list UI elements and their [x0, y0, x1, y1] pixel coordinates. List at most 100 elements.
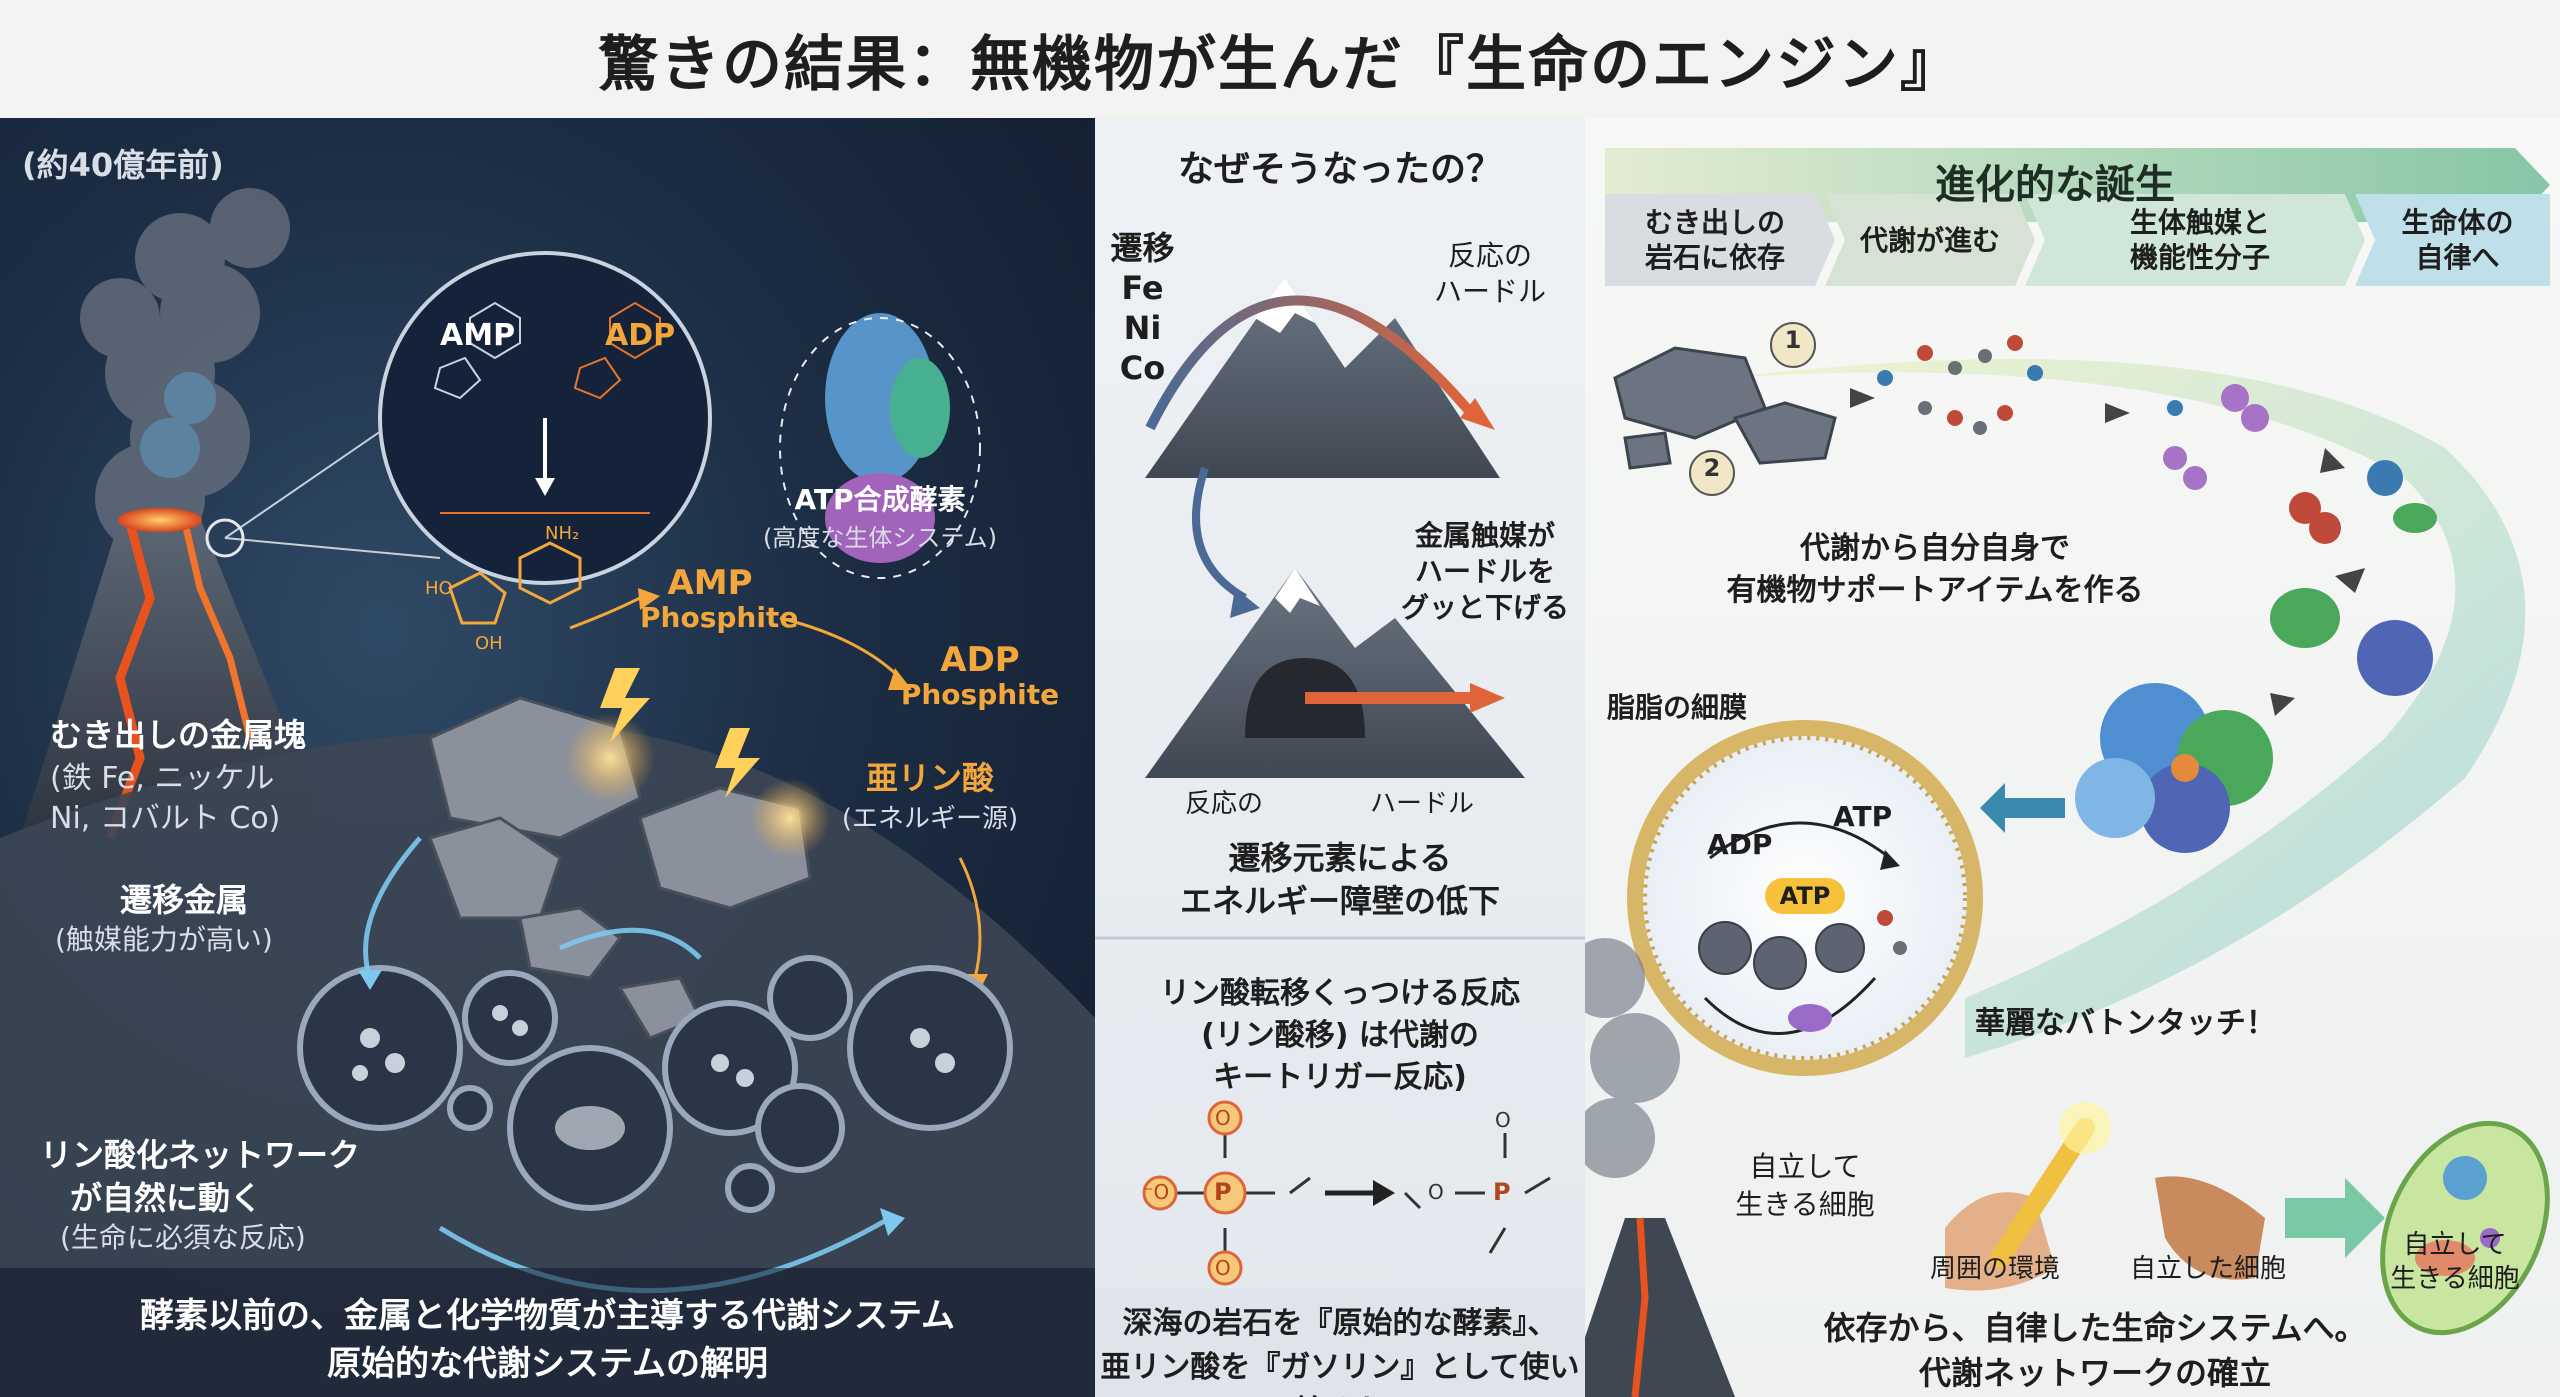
catalyst-label: 金属触媒が ハードルを グッと下げる: [1395, 518, 1575, 626]
final-cell-label: 自立して 生きる細胞: [2365, 1228, 2545, 1296]
middle-caption-2: 亜リン酸を『ガソリン』として使い始めた: [1100, 1350, 1580, 1397]
middle-panel: なぜそうなったの？ 遷移 Fe Ni Co 反応の ハードル 金属触媒が ハード…: [1095, 118, 1585, 1397]
summary-line-2: エネルギー障壁の低下: [1179, 882, 1500, 920]
amp-phosphite-line1: AMP: [667, 563, 753, 603]
atom-p-right: P: [1493, 1178, 1511, 1206]
metal-list: 遷移 Fe Ni Co: [1095, 228, 1190, 388]
gear-network: [297, 955, 1013, 1213]
metal-rocks: [428, 696, 812, 1040]
transition-sub: (触媒能力が高い): [55, 923, 273, 956]
evolution-ribbon-label: 進化的な誕生: [1935, 162, 2175, 208]
left-panel: (約40億年前) AMP ADP ATP合成酵素 (高度な生体システム) NH₂…: [0, 118, 1095, 1397]
reaction-line-3: キートリガー反応): [1213, 1060, 1467, 1095]
catalyst-line-3: グッと下げる: [1400, 591, 1569, 624]
cell-adp: ADP: [1707, 828, 1773, 861]
cell-atp-badge: ATP: [1765, 878, 1845, 914]
metal-ni: Ni: [1123, 309, 1162, 347]
adp-phosphite-line2: Phosphite: [900, 678, 1060, 711]
step-number-1: 1: [1784, 326, 1802, 354]
stage-4: 生命体の 自律へ: [2401, 206, 2514, 274]
right-caption-1: 依存から、自律した生命システムへ。: [1823, 1309, 2367, 1347]
nh2-label: NH₂: [545, 523, 580, 544]
bottom-reaction-label: 反応の: [1185, 789, 1264, 819]
support-line-2: 有機物サポートアイテムを作る: [1726, 573, 2144, 608]
stage-chevrons: [1605, 194, 2550, 286]
middle-illustration: [1095, 278, 1585, 1397]
adp-phosphite-line1: ADP: [940, 640, 1020, 680]
hurdle-line-2: ハードル: [1433, 275, 1546, 308]
phosphate-reaction: [1175, 1128, 1551, 1258]
smoke-blue: [140, 372, 216, 478]
middle-caption-1: 深海の岩石を『原始的な酵素』、: [1122, 1306, 1558, 1341]
final-cell-line-1: 自立して: [2403, 1230, 2507, 1260]
membrane-label: 脂脂の細膜: [1607, 691, 1748, 724]
amp-phosphite-line2: Phosphite: [640, 601, 799, 634]
transition-title: 遷移金属: [120, 881, 249, 919]
oh-label: OH: [475, 633, 503, 654]
adp-phosphite-label: ADP Phosphite: [895, 643, 1065, 709]
phosphite-title: 亜リン酸: [865, 759, 994, 797]
catalyst-line-1: 金属触媒が: [1414, 519, 1555, 552]
phosphite-sub: (エネルギー源): [841, 804, 1019, 834]
amp-phosphite-label: AMP Phosphite: [640, 563, 799, 634]
bacterium-cell: [2380, 1120, 2550, 1336]
left-caption-1: 酵素以前の、金属と化学物質が主導する代謝システム: [140, 1296, 955, 1336]
hurdle-line-1: 反応の: [1447, 239, 1532, 272]
atom-o-top: O: [1215, 1106, 1231, 1130]
environment-label: 周囲の環境: [1930, 1254, 2061, 1284]
self-cell-line-1: 自立して: [1749, 1150, 1861, 1183]
protein-cluster: [2075, 683, 2273, 853]
metal-title: むき出しの金属塊: [50, 716, 307, 754]
network-sub: (生命に必須な反応): [60, 1221, 306, 1254]
enzyme-sub: (高度な生体システム): [762, 524, 997, 552]
mountain-high: [1145, 278, 1500, 478]
right-panel: 進化的な誕生 むき出しの 岩石に依存 代謝が進む 生体触媒と 機能性分子 生命体…: [1585, 118, 2560, 1397]
stage-3: 生体触媒と 機能性分子: [2129, 206, 2270, 274]
energy-curve: [1145, 295, 1479, 431]
smoke-plume: [80, 188, 290, 553]
independent-cell-label: 自立した細胞: [2130, 1254, 2287, 1284]
baton-label: 華麗なバトンタッチ！: [1975, 1006, 2276, 1041]
self-cell-line-2: 生きる細胞: [1735, 1188, 1875, 1221]
bottom-hurdle-label: ハードル: [1370, 789, 1475, 819]
cell-atp: ATP: [1833, 800, 1893, 833]
enzyme-name: ATP合成酵素: [794, 483, 966, 516]
metal-fe: Fe: [1121, 269, 1164, 307]
network-line-1: リン酸化ネットワーク: [40, 1136, 361, 1174]
charge-label: ⁻O: [1143, 1180, 1170, 1204]
atom-o-right-top: O: [1495, 1108, 1511, 1132]
metal-co: Co: [1119, 349, 1166, 387]
stage-2: 代謝が進む: [1859, 223, 2000, 257]
network-line-2: が自然に動く: [70, 1179, 263, 1217]
atom-o-bottom: O: [1215, 1256, 1231, 1280]
hurdle-label-top: 反応の ハードル: [1415, 238, 1565, 310]
left-caption-2: 原始的な代謝システムの解明: [327, 1344, 768, 1384]
metal-sub-1: (鉄 Fe, ニッケル: [50, 761, 275, 796]
reaction-line-2: (リン酸移) は代謝の: [1201, 1018, 1479, 1053]
page-title: 驚きの結果：無機物が生んだ『生命のエンジン』: [598, 29, 1962, 100]
ho-label: HO: [425, 578, 453, 599]
title-bar: 驚きの結果：無機物が生んだ『生命のエンジン』: [0, 0, 2560, 118]
zoom-amp-label: AMP: [440, 318, 516, 353]
flow-path: [1725, 359, 2526, 1058]
atp-synthase: [779, 313, 981, 579]
question-heading: なぜそうなったの？: [1177, 149, 1502, 190]
volcano: [20, 518, 330, 838]
left-illustration: [0, 188, 1095, 1397]
era-label: (約40億年前): [22, 146, 224, 184]
step-number-2: 2: [1703, 454, 1721, 482]
right-illustration: [1585, 148, 2550, 1397]
atom-p-left: P: [1214, 1178, 1232, 1206]
summary-line-1: 遷移元素による: [1228, 839, 1452, 877]
reaction-line-1: リン酸転移くっつける反応: [1160, 976, 1520, 1011]
right-caption-2: 代謝ネットワークの確立: [1918, 1354, 2271, 1392]
final-cell-line-2: 生きる細胞: [2390, 1264, 2520, 1294]
zoom-adp-label: ADP: [605, 318, 676, 353]
metal-transition: 遷移: [1110, 229, 1175, 267]
atom-o-right-left: O: [1428, 1180, 1444, 1204]
stage-1: むき出しの 岩石に依存: [1644, 206, 1785, 274]
metal-sub-2: Ni, コバルト Co): [50, 801, 281, 836]
self-cell-label: 自立して 生きる細胞: [1705, 1148, 1905, 1224]
catalyst-line-2: ハードルを: [1414, 555, 1555, 588]
support-line-1: 代謝から自分自身で: [1800, 531, 2070, 566]
